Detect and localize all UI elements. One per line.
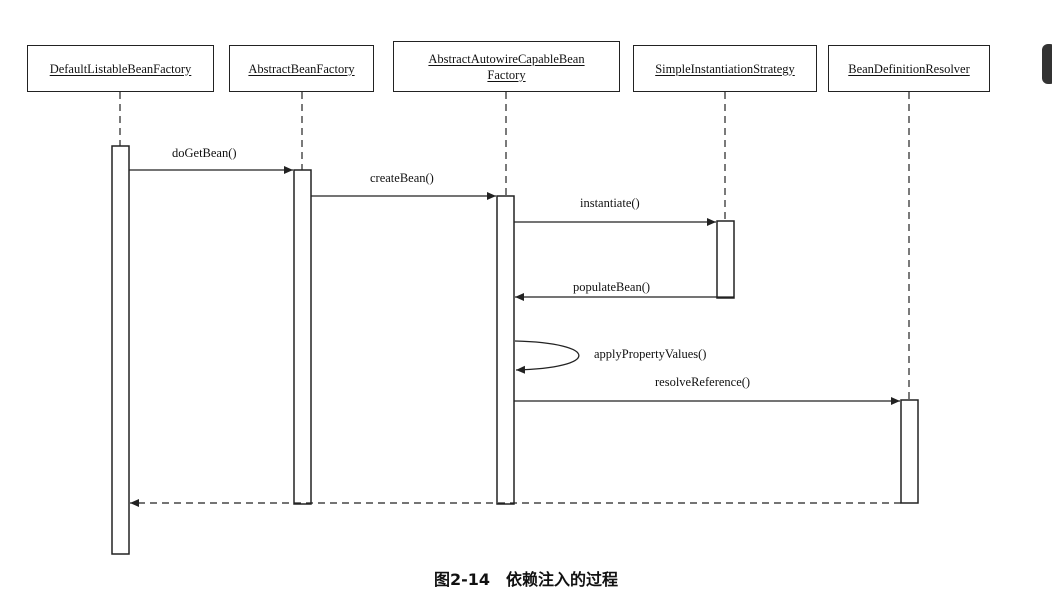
- participant-sis-label: SimpleInstantiationStrategy: [655, 61, 795, 76]
- label-applyPropertyValues: applyPropertyValues(): [594, 347, 707, 361]
- label-instantiate: instantiate(): [580, 196, 640, 210]
- activation-aacbf: [496, 195, 515, 505]
- participant-bdr: BeanDefinitionResolver: [828, 45, 990, 92]
- participant-dlbf: DefaultListableBeanFactory: [27, 45, 214, 92]
- participant-aacbf: AbstractAutowireCapableBean Factory: [393, 41, 620, 92]
- figure-caption: 图2-14 依赖注入的过程: [433, 570, 619, 589]
- edge-tab: [1042, 44, 1052, 84]
- participant-abf: AbstractBeanFactory: [229, 45, 374, 92]
- label-doGetBean: doGetBean(): [172, 146, 237, 160]
- participant-bdr-label: BeanDefinitionResolver: [848, 61, 970, 76]
- activation-bdr: [900, 399, 919, 504]
- participant-dlbf-label: DefaultListableBeanFactory: [49, 61, 192, 76]
- participant-sis: SimpleInstantiationStrategy: [633, 45, 817, 92]
- participant-aacbf-label-line2: Factory: [487, 67, 526, 82]
- label-createBean: createBean(): [370, 171, 434, 185]
- participant-aacbf-label-line1: AbstractAutowireCapableBean: [428, 51, 585, 66]
- activation-sis: [716, 220, 735, 299]
- arrow-applyPropertyValues: [514, 340, 580, 374]
- activation-abf: [293, 169, 312, 505]
- participant-abf-label: AbstractBeanFactory: [248, 61, 355, 76]
- label-resolveReference: resolveReference(): [655, 375, 751, 389]
- activation-dlbf: [111, 145, 130, 555]
- label-populateBean: populateBean(): [573, 280, 651, 294]
